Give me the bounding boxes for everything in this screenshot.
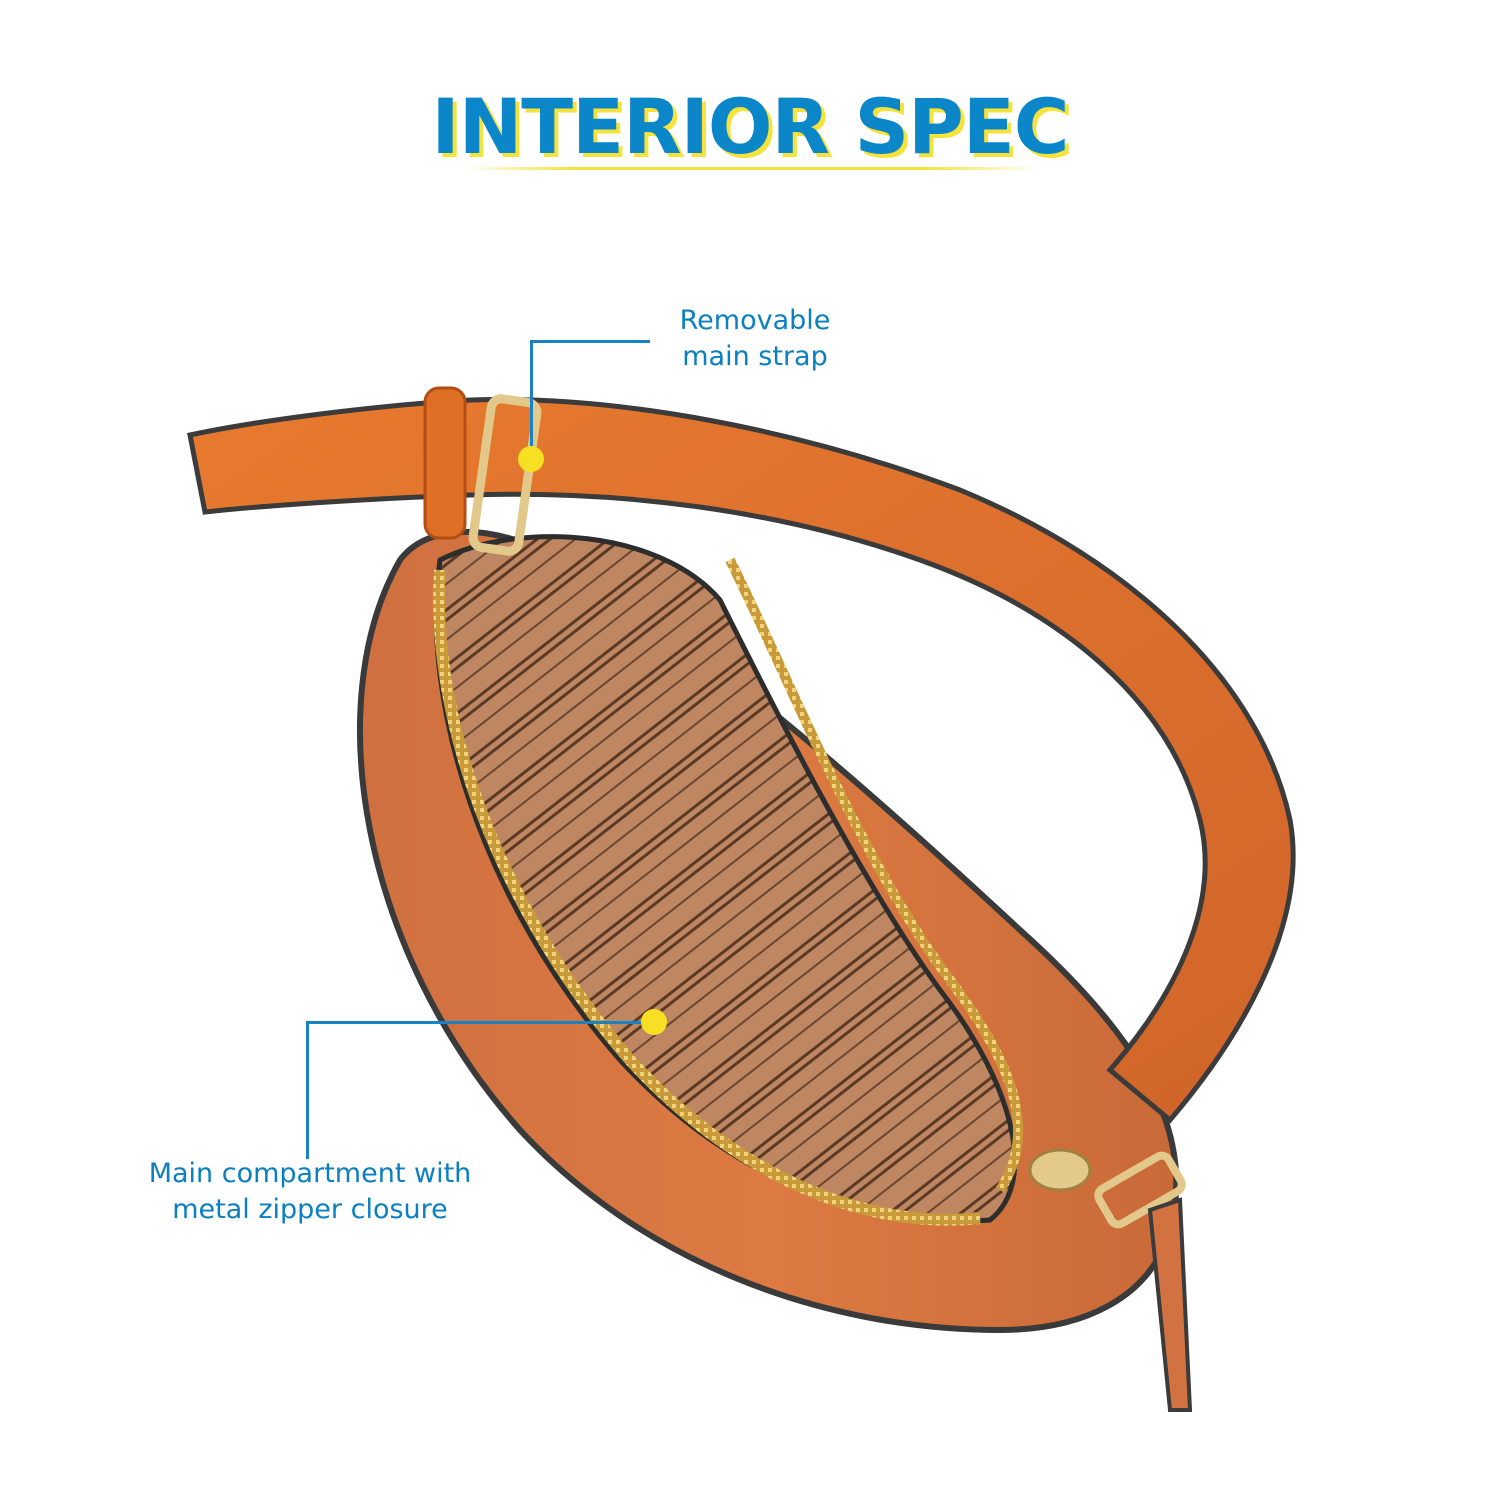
zipper-left: [433, 569, 981, 1226]
callout-line-strap-horizontal: [530, 340, 650, 343]
callout-strap-line2: main strap: [682, 341, 828, 372]
callout-strap-line1: Removable: [679, 305, 831, 336]
callout-line-zipper-horizontal: [306, 1021, 654, 1024]
callout-line-zipper-vertical: [306, 1021, 309, 1159]
zipper-pull: [1028, 1148, 1092, 1192]
strap-buckle: [468, 394, 542, 556]
callout-zipper-line1: Main compartment with: [148, 1158, 472, 1189]
lower-buckle: [1094, 1151, 1186, 1229]
title-underline: [460, 167, 1040, 170]
callout-text-zipper: Main compartment with metal zipper closu…: [110, 1156, 510, 1228]
strap: [187, 397, 1296, 1124]
zipper-right: [725, 557, 1024, 1193]
callout-line-strap-vertical: [530, 340, 533, 458]
callout-zipper-line2: metal zipper closure: [172, 1194, 448, 1225]
page-title: INTERIOR SPEC: [431, 82, 1069, 171]
callout-marker-strap: [518, 446, 544, 472]
strap-keeper: [423, 386, 467, 540]
callout-marker-zipper: [641, 1009, 667, 1035]
callout-text-strap: Removable main strap: [650, 303, 860, 375]
strap-tail: [1147, 1197, 1193, 1412]
